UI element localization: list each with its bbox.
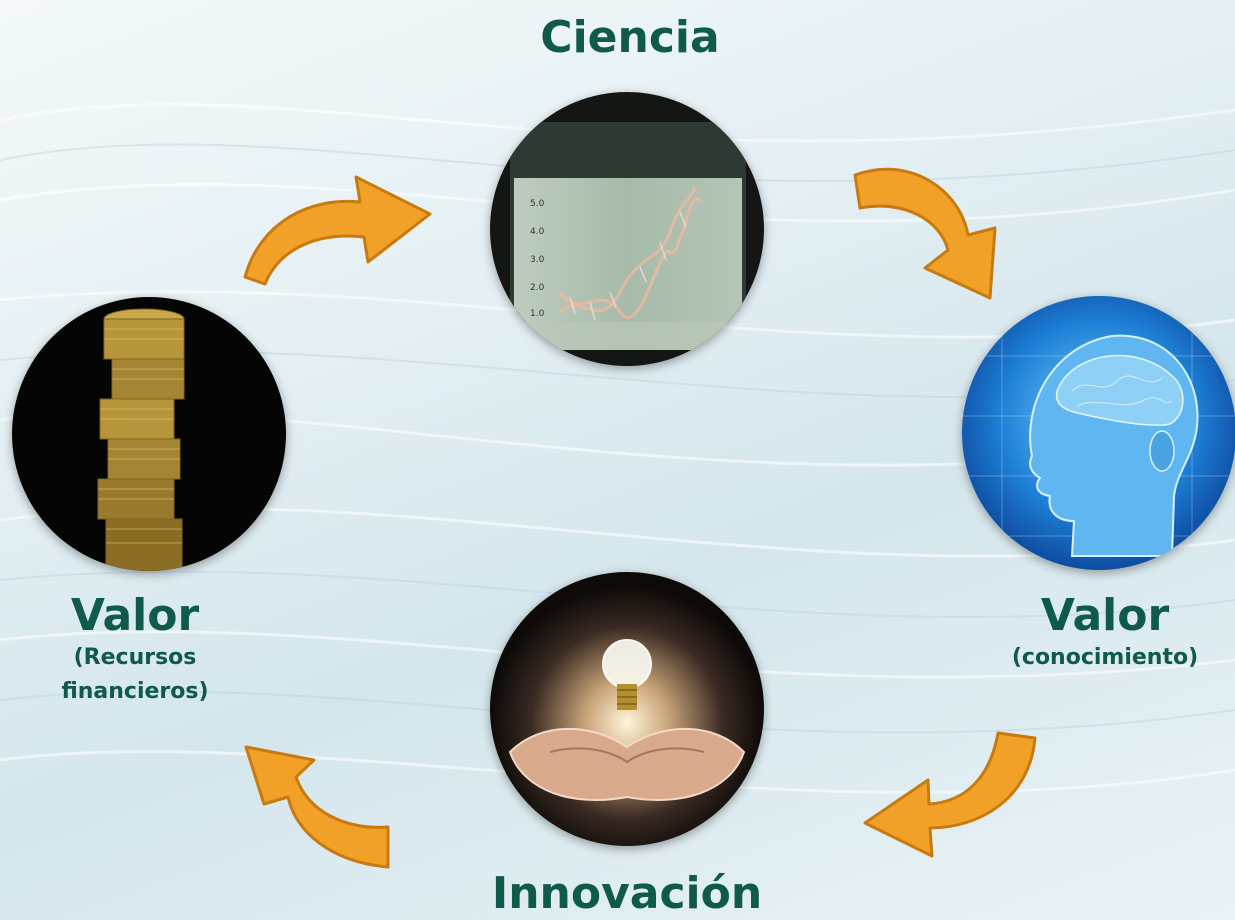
valor-recursos-subtitle-line1: (Recursos [73, 645, 197, 670]
arrow-right-to-bottom [863, 731, 1037, 858]
coin-stack-image [12, 297, 286, 571]
scale-tick-2: 4.0 [530, 227, 545, 237]
ciencia-title: Ciencia [540, 12, 720, 63]
arrow-left-to-top [243, 175, 432, 286]
scale-tick-1: 5.0 [530, 199, 545, 209]
valor-recursos-title: Valor [70, 590, 200, 641]
valor-recursos-subtitle-line2: financieros) [61, 679, 209, 704]
digital-head-image [962, 296, 1235, 570]
scale-tick-4: 2.0 [530, 283, 545, 293]
valor-conocimiento-title: Valor [1040, 590, 1170, 641]
scale-tick-5: 1.0 [530, 309, 545, 319]
lightbulb-hands-image [490, 572, 764, 846]
scale-tick-3: 3.0 [530, 255, 545, 265]
arrow-top-to-right [853, 167, 997, 300]
arrow-bottom-to-left [244, 745, 390, 869]
valor-conocimiento-subtitle: (conocimiento) [1011, 645, 1199, 670]
dna-test-tube-image: 5.0 4.0 3.0 2.0 1.0 [490, 92, 764, 366]
innovacion-title: Innovación [491, 868, 763, 919]
